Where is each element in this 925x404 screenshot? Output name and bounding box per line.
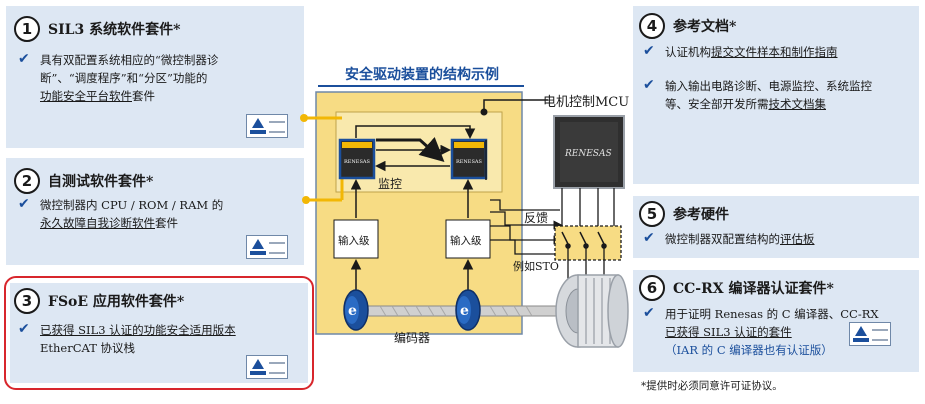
checkmark-icon: ✔ (643, 77, 655, 93)
sil3-certified-version-link[interactable]: 已获得 SIL3 认证的功能安全适用版本 (40, 323, 236, 337)
signal-line-1 (490, 199, 560, 211)
panel-reference-hardware: 5 参考硬件 ✔ 微控制器双配置结构的评估板 (633, 196, 919, 258)
panel-reference-documents: 4 参考文档* ✔ 认证机构提交文件样本和制作指南 ✔ 输入输出电路诊断、电源监… (633, 6, 919, 184)
motor-control-mcu-chip: RENESAS (553, 115, 625, 189)
shaft-hatch (379, 305, 533, 317)
panel-description: 微控制器内 CPU / ROM / RAM 的 永久故障自我诊断软件套件 (40, 198, 224, 230)
svg-text:RENESAS: RENESAS (456, 159, 482, 165)
highlight-frame (4, 276, 314, 390)
sto-example-label: 例如STO (513, 259, 559, 273)
encoder-label: 编码器 (394, 330, 430, 345)
mcu-chip-left: RENESAS (338, 138, 376, 180)
motor-mcu-label: 电机控制MCU (543, 95, 629, 110)
panel-cc-rx-compiler: 6 CC-RX 编译器认证套件* ✔ 用于证明 Renesas 的 C 编译器、… (633, 270, 919, 372)
input-stage-right-label: 输入级 (450, 234, 482, 247)
encoder-right: e (455, 289, 481, 331)
permanent-fault-diagnosis-link[interactable]: 永久故障自我诊断软件 (40, 216, 155, 230)
checkmark-icon: ✔ (643, 230, 655, 246)
signal-line-4 (490, 239, 560, 255)
feedback-label: 反馈 (524, 211, 548, 225)
checkmark-icon: ✔ (643, 305, 655, 321)
panel-self-test-software: 2 自测试软件套件* ✔ 微控制器内 CPU / ROM / RAM 的 永久故… (6, 158, 304, 265)
panel-description: 微控制器双配置结构的评估板 (665, 232, 815, 246)
encoder-shaft (349, 305, 571, 317)
step-number-badge: 2 (14, 168, 40, 194)
input-stage-right (445, 219, 491, 259)
svg-text:RENESAS: RENESAS (564, 149, 612, 159)
tuv-certification-logo (246, 235, 288, 259)
bus-node (480, 108, 488, 116)
panel-title: 参考硬件 (673, 207, 729, 223)
svg-text:e: e (348, 303, 357, 319)
checkmark-icon: ✔ (643, 43, 655, 59)
step-number-badge: 5 (639, 201, 665, 227)
sto-switch-group (554, 225, 622, 261)
step-number-badge: 4 (639, 13, 665, 39)
step-number-badge: 3 (14, 288, 40, 314)
tuv-certification-logo (246, 355, 288, 379)
footnote: *提供时必须同意许可证协议。 (641, 380, 783, 392)
signal-line-3 (490, 225, 563, 245)
panel-title: 参考文档* (673, 19, 737, 35)
checkmark-icon: ✔ (18, 51, 30, 67)
document-item-certification: 认证机构提交文件样本和制作指南 (665, 45, 838, 59)
bus-top (483, 99, 548, 112)
drive-board (315, 91, 523, 335)
panel-title: 自测试软件套件* (48, 174, 154, 190)
document-item-technical: 输入输出电路诊断、电源监控、系统监控 等、安全部开发所需技术文档集 (665, 79, 872, 111)
encoder-left: e (343, 289, 369, 331)
panel-title: CC-RX 编译器认证套件* (673, 281, 834, 297)
servo-motor (555, 274, 629, 348)
tuv-certification-logo (246, 114, 288, 138)
diagram-title: 安全驱动装置的结构示例 (345, 66, 499, 83)
panel-title: FSoE 应用软件套件* (48, 294, 185, 310)
svg-text:RENESAS: RENESAS (344, 159, 370, 165)
arrow-top-loop (355, 125, 476, 139)
tuv-certification-logo (849, 322, 891, 346)
signal-line-2 (490, 211, 563, 230)
step-number-badge: 1 (14, 16, 40, 42)
input-stage-left (333, 219, 379, 259)
panel-fsoe-application-software: 3 FSoE 应用软件套件* ✔ 已获得 SIL3 认证的功能安全适用版本 Et… (10, 283, 308, 383)
arrow-bold-left (376, 137, 445, 163)
panel-description: 用于证明 Renesas 的 C 编译器、CC-RX 已获得 SIL3 认证的套… (665, 307, 879, 357)
sil3-compiler-kit-link[interactable]: 已获得 SIL3 认证的套件 (665, 325, 792, 339)
checkmark-icon: ✔ (18, 321, 30, 337)
sto-switches (561, 231, 607, 249)
svg-text:e: e (460, 303, 469, 319)
submission-sample-link[interactable]: 提交文件样本和制作指南 (711, 45, 838, 59)
input-stage-left-label: 输入级 (338, 234, 370, 247)
technical-docs-link[interactable]: 技术文档集 (768, 97, 827, 111)
panel-title: SIL3 系统软件套件* (48, 22, 181, 38)
monitor-label: 监控 (378, 177, 402, 191)
checkmark-icon: ✔ (18, 196, 30, 212)
panel-sil3-system-software: 1 SIL3 系统软件套件* ✔ 具有双配置系统相应的“微控制器诊 断”、“调度… (6, 6, 304, 148)
mcu-chip-right: RENESAS (450, 138, 488, 180)
functional-safety-platform-link[interactable]: 功能安全平台软件 (40, 89, 132, 103)
evaluation-board-link[interactable]: 评估板 (780, 232, 815, 246)
monitor-block (335, 111, 503, 193)
step-number-badge: 6 (639, 275, 665, 301)
panel-description: 已获得 SIL3 认证的功能安全适用版本 EtherCAT 协议栈 (40, 323, 236, 355)
panel-description: 具有双配置系统相应的“微控制器诊 断”、“调度程序”和“分区”功能的 功能安全平… (40, 53, 219, 103)
